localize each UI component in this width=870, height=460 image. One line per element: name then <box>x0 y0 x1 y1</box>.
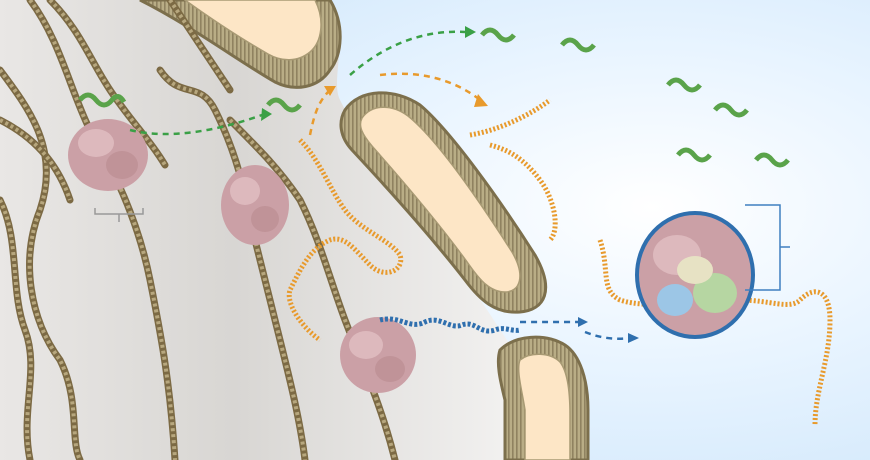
arrow-green-inner <box>129 113 263 136</box>
arrow-blue-lower-head <box>578 317 588 327</box>
trna-icon-3 <box>480 27 516 43</box>
arrow-green-outer-head <box>465 26 476 38</box>
mrna-strand-export <box>469 97 558 242</box>
arrow-green-outer <box>349 30 466 76</box>
trna-icon-8 <box>754 152 790 168</box>
chromatin-fiber-1 <box>0 66 84 460</box>
trna-icon-1 <box>78 92 127 108</box>
chromatin-fibers <box>0 0 399 460</box>
histone-cluster-3 <box>340 317 416 393</box>
histone-cluster-2 <box>221 165 289 245</box>
chromatin-helix-7 <box>168 0 232 92</box>
arrow-orange-pore <box>308 89 331 136</box>
arrow-blue-ribosome <box>584 330 631 340</box>
chromatin-helix-2 <box>28 0 177 460</box>
lumen-bottom <box>517 353 571 460</box>
nuclear-envelope <box>139 0 590 460</box>
trna-icon-5 <box>666 77 702 93</box>
trna-icon-2 <box>266 97 302 113</box>
chromatin-helix-3 <box>0 199 33 460</box>
arrow-green-inner-head <box>261 108 272 121</box>
arrow-orange-export <box>379 72 481 101</box>
transport-arrows <box>129 26 639 343</box>
trna-icon-6 <box>713 102 749 118</box>
histone-clusters <box>68 119 416 393</box>
arrow-orange-pore-head <box>324 86 336 96</box>
trna-molecules <box>78 27 790 168</box>
bracket-marker-right <box>745 204 790 291</box>
arrow-orange-export-head <box>474 94 488 107</box>
mrna-strand-translation <box>597 239 833 426</box>
chromatin-helix-8 <box>0 118 72 201</box>
lumen-top <box>183 0 322 61</box>
trna-icon-4 <box>560 37 596 53</box>
ribosome-complex <box>635 211 755 339</box>
lumen-middle <box>359 106 521 293</box>
arrow-blue-ribosome-head <box>628 333 639 343</box>
rna-blue-strand <box>379 316 521 334</box>
chromatin-helix-6 <box>48 0 167 167</box>
histone-cluster-1 <box>68 119 148 191</box>
mrna-strands <box>286 97 833 426</box>
trna-icon-7 <box>676 147 712 163</box>
bracket-marker-left <box>94 208 144 222</box>
